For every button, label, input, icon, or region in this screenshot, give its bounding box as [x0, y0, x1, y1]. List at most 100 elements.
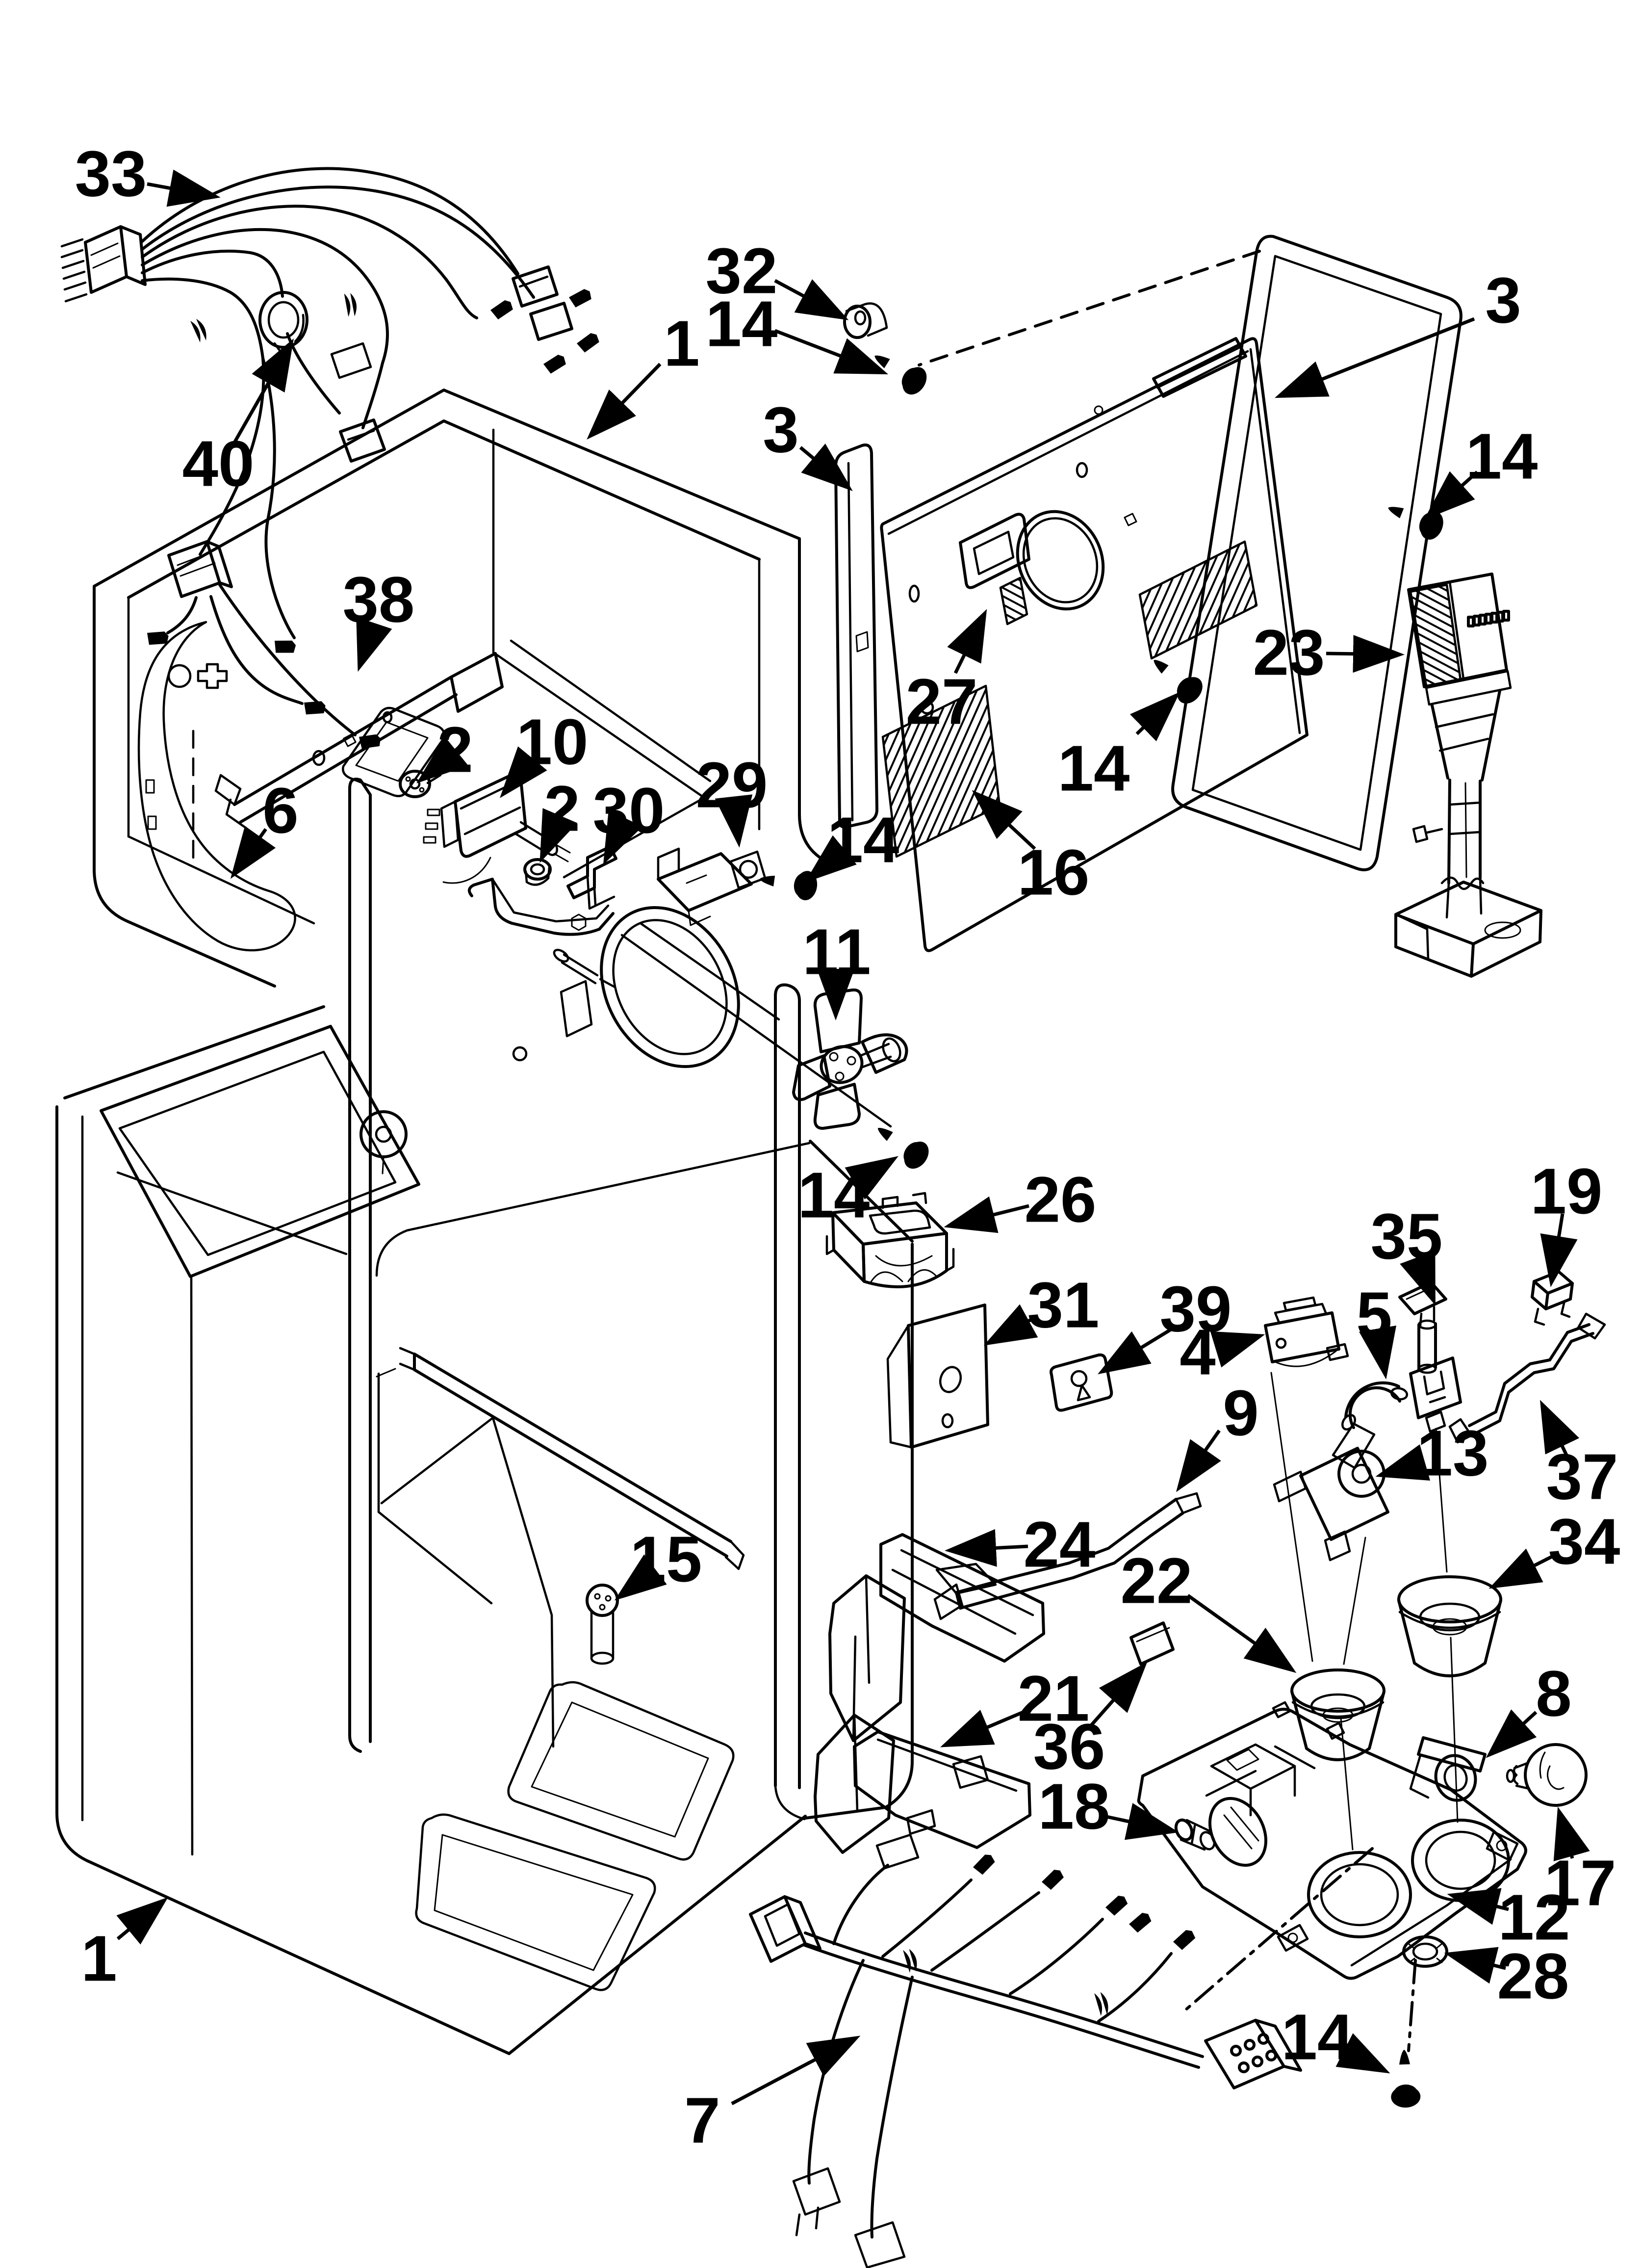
part-callout: 3 — [1274, 264, 1521, 398]
part-callout: 35 — [1371, 1200, 1443, 1306]
part-callout: 12 — [1447, 1881, 1570, 1954]
part-number-label: 14 — [1282, 2001, 1354, 2073]
part-number-label: 33 — [75, 138, 147, 210]
callout-arrow — [1553, 1806, 1590, 1862]
callout-arrow — [972, 790, 1036, 850]
part-callout: 37 — [1539, 1400, 1618, 1513]
callout-arrow — [1274, 317, 1475, 398]
evaporator-fan-blade — [792, 988, 934, 1173]
part-number-label: 11 — [802, 916, 871, 988]
part-callout: 19 — [1531, 1155, 1603, 1287]
part-number-label: 28 — [1497, 1940, 1569, 2012]
part-callout: 38 — [343, 564, 415, 672]
part-number-label: 15 — [630, 1523, 702, 1595]
part-number-label: 34 — [1548, 1506, 1620, 1578]
callout-arrow — [230, 826, 276, 879]
wire-harness-33 — [60, 167, 601, 751]
evaporator-cover-panels — [834, 235, 1462, 952]
part-callout: 2 — [416, 714, 473, 786]
part-callout: 6 — [230, 775, 299, 879]
callout-arrow — [232, 338, 294, 443]
air-tower-23 — [1394, 573, 1542, 978]
callout-arrow — [1539, 1400, 1580, 1458]
part-number-label: 7 — [684, 2085, 720, 2157]
part-callout: 14 — [1058, 692, 1180, 805]
part-callout: 7 — [684, 2035, 861, 2157]
part-callout: 36 — [1033, 1662, 1148, 1783]
part-number-label: 21 — [1018, 1663, 1090, 1735]
part-number-label: 32 — [706, 235, 778, 307]
part-callout: 34 — [1488, 1506, 1620, 1589]
part-number-label: 14 — [827, 804, 899, 876]
callout-arrow — [845, 1156, 898, 1200]
callout-arrow — [603, 810, 643, 865]
part-callout: 27 — [906, 609, 987, 738]
part-number-label: 23 — [1253, 617, 1325, 689]
part-callout: 30 — [593, 775, 665, 865]
part-callout: 31 — [983, 1269, 1100, 1346]
part-callout: 26 — [944, 1164, 1096, 1236]
callout-arrow — [774, 329, 889, 375]
part-number-label: 30 — [593, 775, 665, 847]
part-callout: 32 — [706, 235, 849, 320]
part-callout: 15 — [614, 1523, 702, 1601]
part-number-label: 12 — [1498, 1881, 1570, 1954]
part-callout: 4 — [1180, 1316, 1265, 1388]
part-number-label: 6 — [262, 775, 298, 847]
part-callout: 2 — [539, 773, 580, 863]
callout-arrow — [774, 279, 849, 320]
callout-arrow — [1540, 1213, 1578, 1287]
part-callout: 14 — [798, 1156, 898, 1231]
part-number-label: 10 — [516, 706, 589, 778]
callout-arrow — [116, 1897, 168, 1945]
part-number-label: 14 — [706, 288, 778, 360]
part-callout: 29 — [696, 749, 768, 848]
part-callout: 8 — [1486, 1658, 1572, 1758]
part-callout: 33 — [75, 138, 221, 210]
part-callout: 5 — [1356, 1279, 1397, 1380]
part-number-label: 19 — [1531, 1155, 1603, 1227]
callout-arrow — [1486, 1709, 1538, 1758]
part-callout: 28 — [1444, 1940, 1569, 2012]
callout-arrow — [983, 1304, 1038, 1346]
callout-arrow — [1335, 2033, 1390, 2074]
part-number-label: 35 — [1371, 1200, 1443, 1273]
part-callout: 40 — [182, 338, 294, 500]
callout-arrow — [805, 835, 857, 883]
upper-liner — [93, 389, 892, 1753]
callout-arrow — [715, 794, 753, 848]
part-callout: 14 — [805, 804, 899, 883]
callout-arrow — [799, 443, 853, 491]
callout-arrow — [1326, 635, 1405, 673]
part-callout: 14 — [1282, 2001, 1390, 2074]
callout-arrow — [1400, 1251, 1436, 1306]
callout-arrow — [1424, 470, 1479, 520]
part-number-label: 40 — [182, 428, 255, 500]
wire-harness-7 — [749, 1833, 1302, 2268]
part-number-label: 9 — [1223, 1377, 1258, 1449]
part-callout: 3 — [763, 394, 853, 491]
part-callout: 24 — [945, 1509, 1096, 1581]
part-callout: 10 — [500, 706, 589, 798]
part-callout: 22 — [1121, 1545, 1297, 1673]
part-number-label: 22 — [1121, 1545, 1193, 1617]
lower-liner — [55, 983, 914, 2055]
part-number-label: 8 — [1536, 1658, 1571, 1730]
part-number-label: 3 — [763, 394, 798, 466]
callout-arrow — [1088, 1662, 1148, 1728]
part-number-label: 5 — [1356, 1279, 1392, 1351]
callout-arrow — [147, 169, 221, 207]
part-number-label: 36 — [1033, 1711, 1105, 1783]
part-number-label: 1 — [664, 308, 699, 380]
part-callout: 11 — [802, 916, 871, 1020]
callout-arrow — [944, 1196, 1029, 1233]
part-callout: 21 — [940, 1663, 1090, 1747]
callout-arrow — [500, 746, 547, 798]
part-number-label: 38 — [343, 564, 415, 636]
part-number-label: 24 — [1024, 1509, 1096, 1581]
part-number-label: 31 — [1027, 1269, 1100, 1341]
part-number-label: 3 — [1485, 264, 1521, 337]
